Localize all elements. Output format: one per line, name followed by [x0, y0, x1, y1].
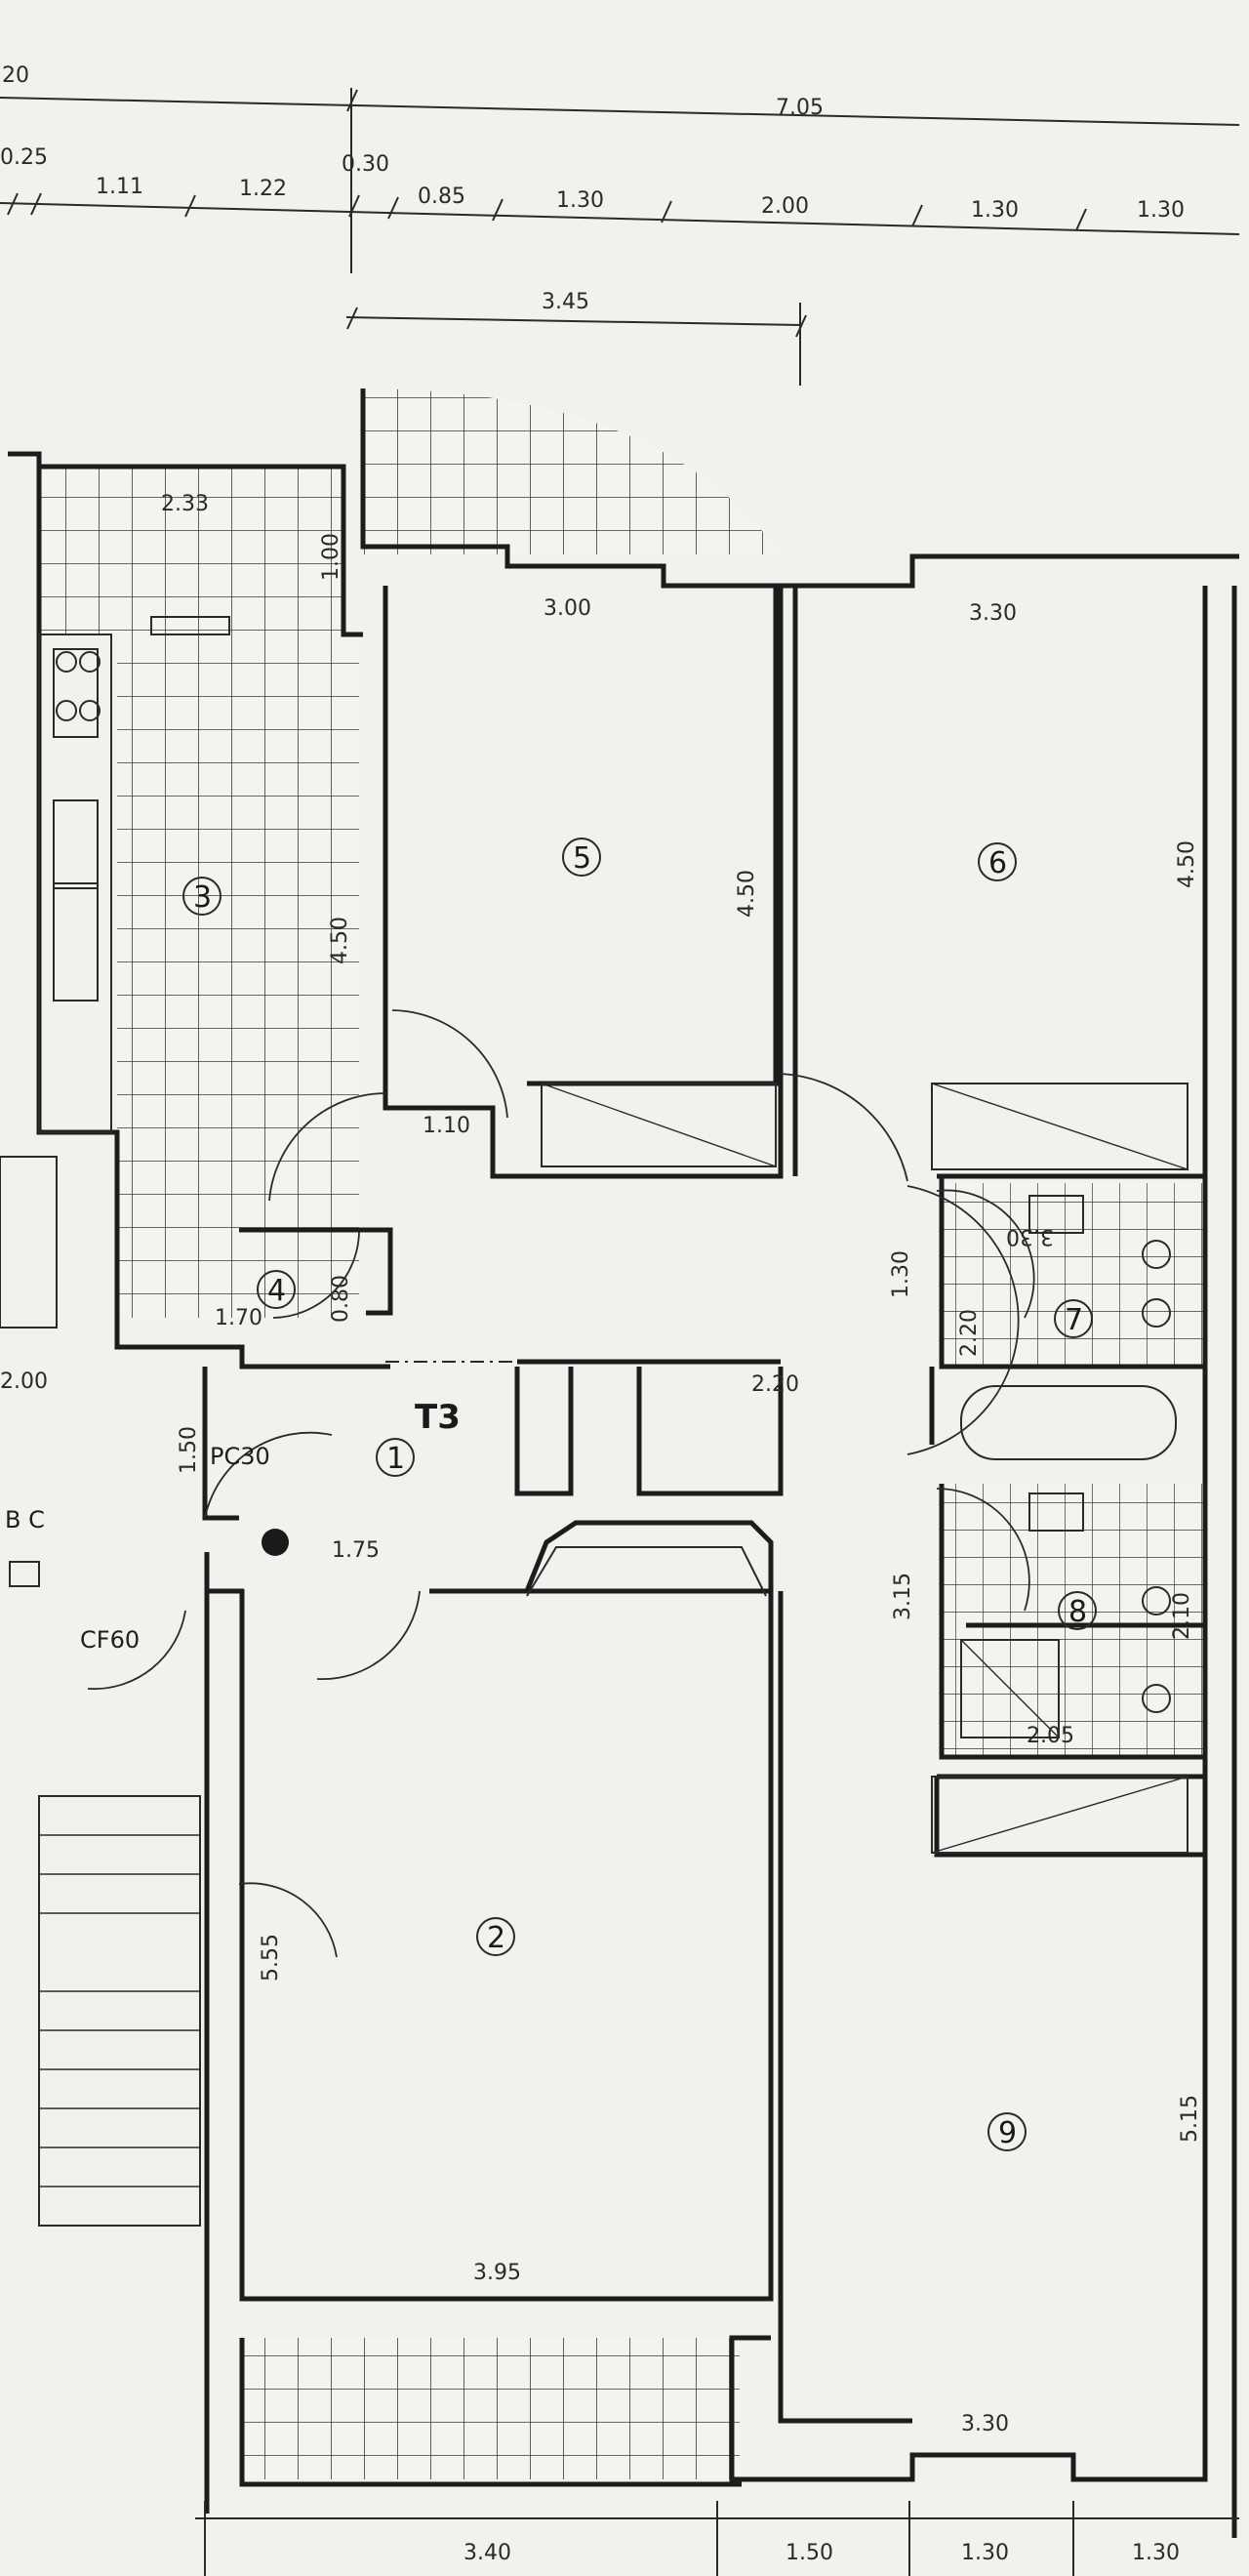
- dim-room5-depth: 4.50: [735, 870, 759, 918]
- bottom-dim-4: 1.30: [1132, 2541, 1180, 2565]
- bottom-dim-3: 1.30: [961, 2541, 1009, 2565]
- dim-storage-width: 1.70: [215, 1306, 262, 1330]
- dim-room6-width: 3.30: [969, 601, 1017, 626]
- room-number-9: 9: [998, 2116, 1017, 2150]
- top-dim-inner-6: 1.30: [556, 188, 604, 213]
- dim-entrance-width: 1.75: [332, 1538, 380, 1563]
- dim-corridor-width: 2.20: [751, 1372, 799, 1397]
- room-number-5: 5: [573, 841, 591, 876]
- dim-room6-depth: 4.50: [1175, 840, 1199, 888]
- dim-hall-width: 1.10: [423, 1114, 470, 1138]
- dim-room5-width: 3.00: [544, 596, 591, 621]
- bottom-dim-1: 3.40: [463, 2541, 511, 2565]
- top-dim-inner-4: 0.30: [342, 152, 389, 177]
- top-dimension-lines: 20 7.05 0.25 1.11 1.22 0.30 0.85 1.30 2.…: [0, 63, 1240, 386]
- dim-room9-depth: 5.15: [1178, 2095, 1202, 2143]
- dim-bath8-depth: 3.15: [891, 1573, 915, 1620]
- bottom-dim-2: 1.50: [786, 2541, 833, 2565]
- dim-storage-depth: 0.80: [329, 1275, 353, 1323]
- door-swings: [87, 1009, 1035, 1958]
- walls: [8, 388, 1239, 2538]
- top-dim-inner-9: 1.30: [1137, 198, 1185, 223]
- tiled-floors: [39, 388, 1205, 2479]
- top-dim-inner-2: 1.11: [96, 175, 143, 199]
- bottom-dimension-line: 3.40 1.50 1.30 1.30: [195, 2501, 1239, 2576]
- fixtures: [0, 616, 1189, 2227]
- room-number-8: 8: [1068, 1595, 1087, 1629]
- room-dimensions: 2.33 1.00 4.50 3.00 4.50 3.30 4.50 1.10 …: [0, 492, 1202, 2436]
- plan-labels: T3 PC30 CF60 B C: [5, 1398, 461, 1654]
- dim-bath8-width: 2.05: [1027, 1724, 1074, 1748]
- dim-left-width: 2.00: [0, 1370, 48, 1394]
- dim-pc-depth: 1.50: [177, 1426, 201, 1474]
- dim-living-width: 3.95: [473, 2261, 521, 2285]
- cf-label: CF60: [80, 1626, 140, 1654]
- top-dim-inner-8: 1.30: [971, 198, 1019, 223]
- room-number-6: 6: [988, 846, 1007, 880]
- top-dim-inner-1: 0.25: [0, 145, 48, 170]
- dim-corridor-depth: 1.30: [889, 1250, 913, 1298]
- dim-living-depth: 5.55: [259, 1934, 283, 1982]
- top-dim-outer-1: 20: [2, 63, 29, 88]
- dim-bath8-side: 2.10: [1170, 1592, 1194, 1640]
- room-number-markers: 1 2 3 4 5 6 7 8 9: [182, 838, 1097, 2151]
- living-entry-walls: [429, 1520, 774, 1597]
- dim-room9-width: 3.30: [961, 2412, 1009, 2436]
- dim-bath7-width: 3.30: [1006, 1224, 1054, 1248]
- top-dim-inner-5: 0.85: [418, 184, 465, 209]
- room-number-1: 1: [386, 1442, 405, 1476]
- dim-kitchen-balcony: 2.33: [161, 492, 209, 516]
- dim-kitchen-balcony-depth: 1.00: [319, 533, 343, 581]
- dim-kitchen-depth: 4.50: [328, 917, 352, 964]
- room-number-7: 7: [1065, 1303, 1083, 1337]
- bc-label: B C: [5, 1506, 45, 1533]
- top-dim-outer-2: 7.05: [776, 96, 824, 120]
- room-number-3: 3: [193, 880, 212, 915]
- unit-tag: T3: [415, 1398, 461, 1437]
- dim-bath7-depth: 2.20: [957, 1309, 982, 1357]
- pc-label: PC30: [210, 1443, 270, 1470]
- room-number-2: 2: [487, 1921, 505, 1955]
- top-dim-third: 3.45: [542, 290, 589, 314]
- top-dim-inner-7: 2.00: [761, 194, 809, 219]
- room-number-4: 4: [267, 1274, 286, 1308]
- top-dim-inner-3: 1.22: [239, 177, 287, 201]
